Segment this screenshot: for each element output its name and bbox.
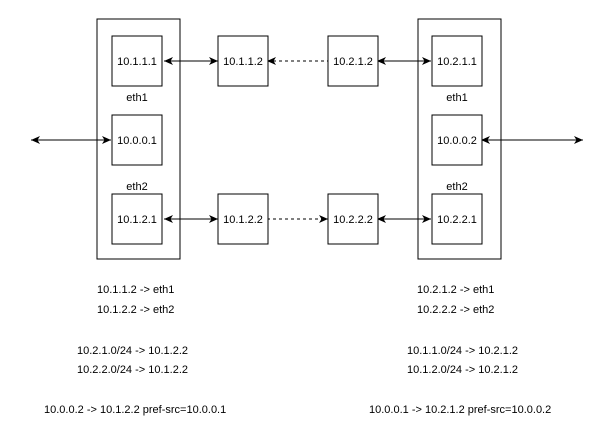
top-left-hop-addr: 10.1.1.2 xyxy=(223,56,263,68)
right-eth2-addr: 10.2.2.1 xyxy=(437,214,477,226)
bottom-right-hop-box xyxy=(327,193,379,245)
bottom-right-hop-addr: 10.2.2.2 xyxy=(333,214,373,226)
right-eth2-label: eth2 xyxy=(446,181,467,193)
left-eth1-box xyxy=(111,35,163,87)
left-lo-box xyxy=(111,114,163,166)
right-lo-box xyxy=(431,114,483,166)
right-lo-addr: 10.0.0.2 xyxy=(437,135,477,147)
right-route-2: 10.2.2.2 -> eth2 xyxy=(417,304,495,316)
left-route-1: 10.1.1.2 -> eth1 xyxy=(97,284,175,296)
left-route-4: 10.2.2.0/24 -> 10.1.2.2 xyxy=(77,364,189,376)
left-lo-addr: 10.0.0.1 xyxy=(117,135,157,147)
right-eth1-addr: 10.2.1.1 xyxy=(437,56,477,68)
right-eth1-box xyxy=(431,35,483,87)
top-left-hop-box xyxy=(217,35,269,87)
left-eth2-label: eth2 xyxy=(126,181,147,193)
left-route-2: 10.1.2.2 -> eth2 xyxy=(97,304,175,316)
left-eth2-box xyxy=(111,193,163,245)
left-route-3: 10.2.1.0/24 -> 10.1.2.2 xyxy=(77,345,189,357)
left-eth1-label: eth1 xyxy=(126,92,147,104)
right-route-5: 10.0.0.1 -> 10.2.1.2 pref-src=10.0.0.2 xyxy=(369,404,552,416)
top-right-hop-box xyxy=(327,35,379,87)
left-eth2-addr: 10.1.2.1 xyxy=(117,214,157,226)
bottom-left-hop-addr: 10.1.2.2 xyxy=(223,214,263,226)
right-eth2-box xyxy=(431,193,483,245)
top-right-hop-addr: 10.2.1.2 xyxy=(333,56,373,68)
right-eth1-label: eth1 xyxy=(446,92,467,104)
bottom-left-hop-box xyxy=(217,193,269,245)
right-route-3: 10.1.1.0/24 -> 10.2.1.2 xyxy=(407,345,519,357)
left-eth1-addr: 10.1.1.1 xyxy=(117,56,157,68)
right-route-4: 10.1.2.0/24 -> 10.2.1.2 xyxy=(407,364,519,376)
right-route-1: 10.2.1.2 -> eth1 xyxy=(417,284,495,296)
left-route-5: 10.0.0.2 -> 10.1.2.2 pref-src=10.0.0.1 xyxy=(44,404,227,416)
